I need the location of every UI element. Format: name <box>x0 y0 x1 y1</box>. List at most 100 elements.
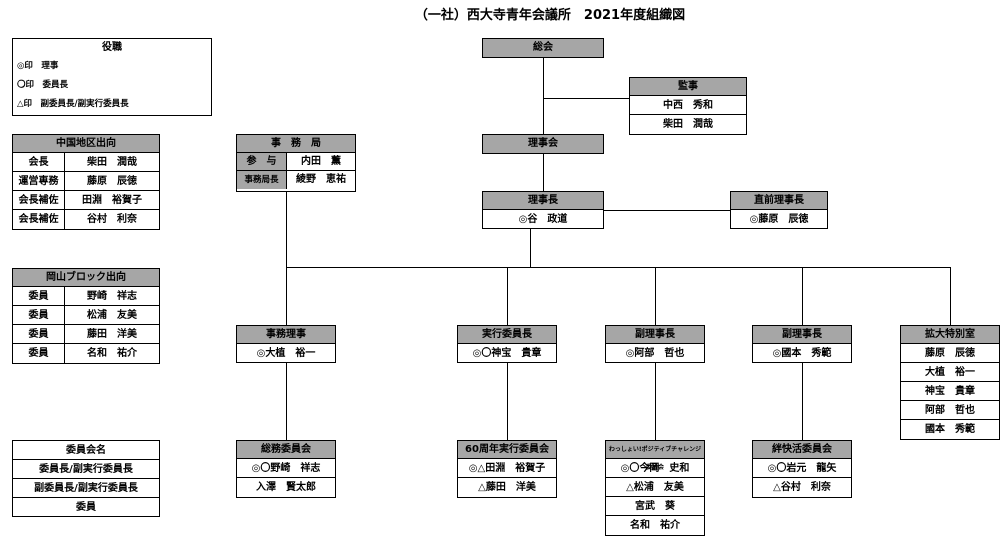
table-row: 委員 松浦 友美 <box>13 306 159 325</box>
committee-legend-row: 副委員長/副実行委員長 <box>13 479 159 498</box>
legend-item-riji: ◎印 理事 <box>17 61 59 71</box>
fuku2-title: 副理事長 <box>753 326 851 344</box>
chugoku-box: 中国地区出向 会長柴田 潤哉 運営専務藤原 辰徳 会長補佐田淵 裕賀子 会長補佐… <box>12 134 160 230</box>
connector-line <box>530 229 531 267</box>
somu-box: 総務委員会 ◎〇野崎 祥志 入澤 賢太郎 <box>236 440 336 498</box>
connector-line <box>802 363 803 440</box>
committee-legend-row: 委員 <box>76 502 96 513</box>
chokuzen-box: 直前理事長 ◎藤原 辰徳 <box>730 191 828 229</box>
connector-line <box>286 192 287 325</box>
fuku2-box: 副理事長 ◎國本 秀範 <box>752 325 852 363</box>
chugoku-title: 中国地区出向 <box>13 135 159 153</box>
sixty-box: 60周年実行委員会 ◎△田淵 裕賀子 △藤田 洋美 <box>457 440 557 498</box>
table-row: 会長柴田 潤哉 <box>13 153 159 172</box>
page-title: （一社）西大寺青年会議所 2021年度組織図 <box>414 8 686 23</box>
washoi-title: わっしょい!ポジティブチャレンジ委員会 <box>606 441 704 471</box>
list-item: 柴田 潤哉 <box>663 119 713 130</box>
jimuriji-title: 事務理事 <box>237 326 335 344</box>
list-item: ◎谷 政道 <box>518 214 568 225</box>
legend-title: 役職 <box>102 42 122 53</box>
list-item: 大植 裕一 <box>901 363 999 382</box>
kakudai-box: 拡大特別室 藤原 辰徳 大植 裕一 神宝 貴章 阿部 哲也 國本 秀範 <box>900 325 1000 440</box>
role-cell: 会長補佐 <box>13 210 65 229</box>
list-item: 宮武 葵 <box>606 497 704 516</box>
kakudai-title: 拡大特別室 <box>901 326 999 344</box>
list-item: ◎〇岩元 龍矢 <box>753 459 851 478</box>
name-cell: 田淵 裕賀子 <box>82 195 142 206</box>
washoi-box: わっしょい!ポジティブチャレンジ委員会 ◎〇今岡 史和 △松浦 友美 宮武 葵 … <box>605 440 705 536</box>
list-item: ◎大植 裕一 <box>256 348 316 359</box>
table-row: 会長補佐 谷村 利奈 <box>13 210 159 229</box>
table-row: 運営専務 藤原 辰徳 <box>13 172 159 191</box>
connector-line <box>507 267 508 325</box>
connector-line <box>507 363 508 440</box>
connector-line <box>286 267 950 268</box>
fuku1-title: 副理事長 <box>606 326 704 344</box>
connector-line <box>802 267 803 325</box>
legend-box: 役職 ◎印 理事 〇印 委員長 △印 副委員長/副実行委員長 <box>12 38 212 116</box>
somu-title: 総務委員会 <box>237 441 335 459</box>
table-row: 委員 名和 祐介 <box>13 344 159 363</box>
role-cell: 参 与 <box>237 153 287 170</box>
role-cell: 委員 <box>13 344 65 363</box>
rijicho-box: 理事長 ◎谷 政道 <box>482 191 604 229</box>
soukai-box: 総会 <box>482 38 604 58</box>
role-cell: 委員 <box>13 306 65 324</box>
list-item: ◎〇野崎 祥志 <box>237 459 335 478</box>
kanji-title: 監事 <box>630 78 746 96</box>
list-item: ◎國本 秀範 <box>772 348 832 359</box>
role-cell: 委員 <box>13 325 65 343</box>
list-item: 神宝 貴章 <box>901 382 999 401</box>
table-row: 委員藤田 洋美 <box>13 325 159 344</box>
kanji-box: 監事 中西 秀和 柴田 潤哉 <box>629 77 747 135</box>
table-row: 会長補佐田淵 裕賀子 <box>13 191 159 210</box>
list-item: ◎〇神宝 貴章 <box>472 348 542 359</box>
list-item: 藤原 辰徳 <box>901 344 999 363</box>
sixty-title: 60周年実行委員会 <box>458 441 556 459</box>
okayama-title: 岡山ブロック出向 <box>13 269 159 287</box>
chokuzen-title: 直前理事長 <box>731 192 827 210</box>
list-item: △藤田 洋美 <box>478 482 536 493</box>
table-row: 参 与 内田 薫 <box>237 153 355 171</box>
fuku1-box: 副理事長 ◎阿部 哲也 <box>605 325 705 363</box>
connector-line <box>655 267 656 325</box>
legend-item-fuku: △印 副委員長/副実行委員長 <box>17 99 129 109</box>
role-cell: 会長 <box>13 153 65 171</box>
list-item: 國本 秀範 <box>925 424 975 435</box>
okayama-box: 岡山ブロック出向 委員野崎 祥志 委員松浦 友美 委員藤田 洋美 委員名和 祐介 <box>12 268 160 364</box>
connector-line <box>543 153 544 191</box>
soukai-title: 総会 <box>483 39 603 57</box>
list-item: 名和 祐介 <box>630 520 680 531</box>
connector-line <box>655 363 656 440</box>
connector-line <box>286 363 287 440</box>
name-cell: 松浦 友美 <box>87 310 137 321</box>
list-item: 入澤 賢太郎 <box>256 482 316 493</box>
table-row: 事務局長綾野 恵祐 <box>237 171 355 189</box>
name-cell: 野崎 祥志 <box>87 291 137 302</box>
role-cell: 委員 <box>13 287 65 305</box>
list-item: △松浦 友美 <box>606 478 704 497</box>
jimukyoku-box: 事 務 局 参 与 内田 薫 事務局長綾野 恵祐 <box>236 134 356 192</box>
name-cell: 名和 祐介 <box>87 348 137 359</box>
jimuriji-box: 事務理事 ◎大植 裕一 <box>236 325 336 363</box>
role-cell: 事務局長 <box>237 171 287 189</box>
jikko-box: 実行委員長 ◎〇神宝 貴章 <box>457 325 557 363</box>
list-item: ◎阿部 哲也 <box>625 348 685 359</box>
list-item: 阿部 哲也 <box>901 401 999 420</box>
kizuna-box: 絆快活委員会 ◎〇岩元 龍矢 △谷村 利奈 <box>752 440 852 498</box>
rijicho-title: 理事長 <box>483 192 603 210</box>
connector-line <box>604 210 730 211</box>
legend-item-iincho: 〇印 委員長 <box>17 80 69 90</box>
name-cell: 藤原 辰徳 <box>87 176 137 187</box>
list-item: ◎〇今岡 史和 <box>606 459 704 478</box>
jikko-title: 実行委員長 <box>458 326 556 344</box>
name-cell: 谷村 利奈 <box>87 214 137 225</box>
role-cell: 運営専務 <box>13 172 65 190</box>
rijikai-box: 理事会 <box>482 134 604 154</box>
name-cell: 内田 薫 <box>301 156 341 167</box>
table-row: 委員 野崎 祥志 <box>13 287 159 306</box>
connector-line <box>950 267 951 325</box>
connector-line <box>543 98 629 99</box>
jimukyoku-title: 事 務 局 <box>237 135 355 153</box>
committee-legend-row: 委員長/副実行委員長 <box>13 460 159 479</box>
